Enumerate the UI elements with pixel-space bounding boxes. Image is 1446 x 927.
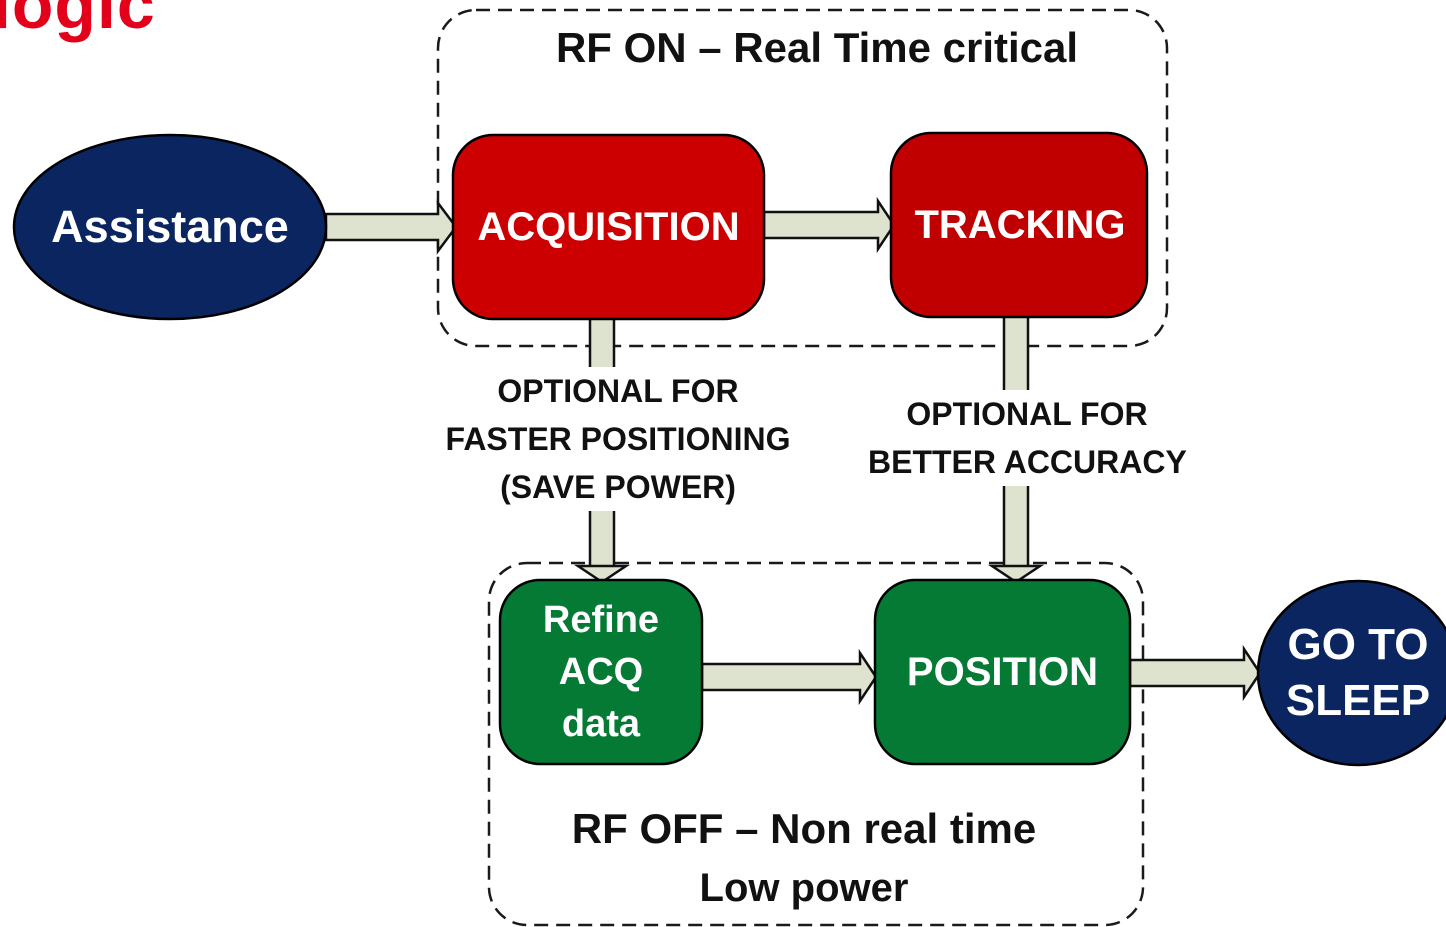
note-faster-line-2: FASTER POSITIONING — [445, 421, 791, 457]
rf-on-label: RF ON – Real Time critical — [555, 24, 1079, 71]
sleep-label: GO TO SLEEP — [1258, 581, 1446, 765]
tracking-label: TRACKING — [914, 202, 1126, 247]
acquisition-label: ACQUISITION — [477, 204, 740, 249]
note-faster-line-3: (SAVE POWER) — [500, 469, 736, 505]
rf-on-region — [436, 8, 1169, 348]
slide-title: logic — [0, 0, 156, 43]
position-node — [873, 578, 1132, 766]
note-faster-line-1: OPTIONAL FOR — [497, 373, 739, 409]
refine-node — [498, 578, 704, 766]
arrow-assistance-to-acquisition — [324, 199, 458, 255]
sleep-label-line-2: SLEEP — [1285, 676, 1431, 725]
arrow-acquisition-to-tracking — [762, 196, 896, 254]
note-better-accuracy: OPTIONAL FOR BETTER ACCURACY — [868, 390, 1187, 486]
refine-label-line-3: data — [561, 703, 641, 745]
note-accuracy-line-2: BETTER ACCURACY — [868, 444, 1187, 480]
refine-label-line-2: ACQ — [558, 651, 644, 693]
sleep-node — [1256, 579, 1446, 767]
arrow-position-to-sleep — [1128, 644, 1262, 702]
position-label: POSITION — [906, 649, 1099, 694]
assistance-label: Assistance — [51, 200, 289, 252]
rf-off-label-line2: Low power — [699, 866, 909, 910]
refine-label: Refine ACQ data — [500, 580, 702, 764]
acquisition-node — [451, 133, 766, 321]
note-accuracy-line-1: OPTIONAL FOR — [906, 396, 1148, 432]
assistance-node — [12, 133, 328, 321]
rf-off-label-line1: RF OFF – Non real time — [571, 805, 1037, 852]
arrow-refine-to-position — [700, 648, 878, 706]
tracking-node — [889, 131, 1149, 319]
refine-label-line-1: Refine — [542, 599, 660, 641]
note-faster-positioning: OPTIONAL FOR FASTER POSITIONING (SAVE PO… — [442, 367, 794, 511]
rf-off-region — [487, 561, 1145, 927]
sleep-label-line-1: GO TO — [1287, 620, 1429, 669]
